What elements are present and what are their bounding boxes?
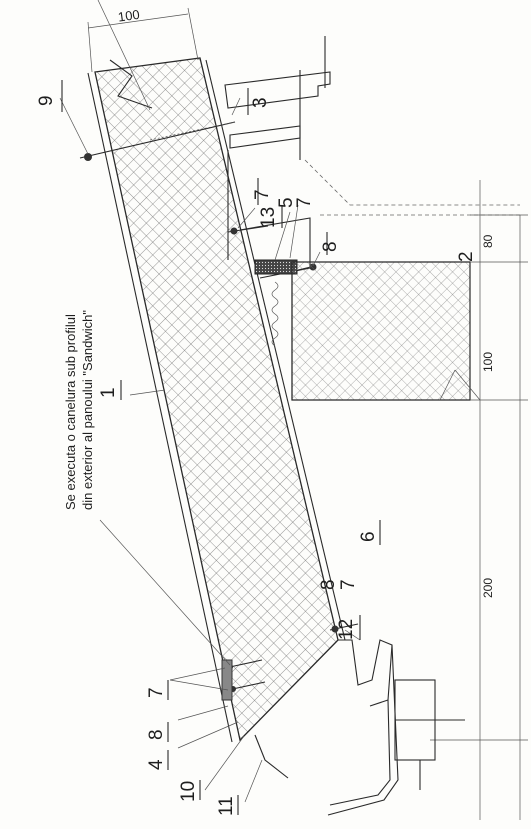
callout-7-lower: 7 [338, 579, 359, 590]
gutter-profile-outer [327, 644, 399, 816]
bolt-8-lower-head [331, 625, 339, 633]
callout-11: 11 [216, 796, 237, 816]
fastener-9-head [84, 153, 92, 161]
masonry-wall [291, 261, 471, 401]
leader-12 [344, 629, 361, 641]
purlin-channel [224, 71, 331, 109]
callout-4: 4 [146, 759, 167, 770]
callout-2: 2 [456, 251, 477, 262]
top-dimension-ext-left [87, 21, 93, 73]
callout-1: 1 [98, 387, 119, 398]
drip-edge [254, 734, 289, 779]
leader-9 [59, 97, 89, 155]
callout-3: 3 [250, 97, 271, 108]
purlin-flange [229, 125, 301, 149]
callout-12: 12 [336, 619, 357, 640]
callout-7-upper: 7 [252, 189, 273, 200]
top-dimension-line [87, 13, 189, 29]
leader-note [99, 519, 231, 666]
leader-100-b [454, 369, 481, 401]
callout-8-lower: 8 [318, 579, 339, 590]
callout-6: 6 [358, 531, 379, 542]
fastener-9 [79, 121, 236, 159]
trim-plate [221, 659, 233, 701]
insulation-wool [271, 281, 279, 347]
leader-10 [204, 735, 245, 791]
callout-8-wall: 8 [320, 241, 341, 252]
note-line-2: din exterior al panoului "Sandwich" [80, 310, 95, 510]
leader-13 [274, 211, 291, 261]
panel-inner-skin [205, 59, 346, 641]
dimension-100: 100 [481, 352, 495, 372]
top-dimension-ext-right [187, 7, 199, 61]
fastener-9-thread [149, 121, 236, 141]
leader-11 [244, 759, 263, 803]
leader-7-lower-2 [169, 679, 229, 691]
break-line [109, 59, 153, 109]
leader-3 [231, 97, 241, 116]
callout-7-bracket: 7 [294, 197, 315, 208]
leader-8a [312, 251, 321, 267]
leader-4 [177, 721, 239, 749]
leader-1 [129, 389, 166, 396]
leader-5 [289, 204, 299, 259]
callout-8-left: 8 [146, 729, 167, 740]
leader-7a [237, 207, 256, 229]
leader-7-lower-1 [169, 667, 226, 681]
callout-10: 10 [178, 781, 199, 802]
leader-slope [97, 0, 151, 111]
sealing-strip [254, 259, 298, 275]
eave-flashing [338, 639, 393, 707]
callout-5: 5 [276, 197, 297, 208]
dimension-80: 80 [481, 234, 495, 248]
panel-outer-skin [87, 72, 233, 743]
callout-7-left: 7 [146, 687, 167, 698]
leader-100-a [439, 369, 456, 401]
dimension-200: 200 [481, 578, 495, 598]
note-line-1: Se executa o canelura sub profilul [63, 314, 78, 510]
callout-13: 13 [258, 207, 279, 228]
bolt-7-upper-head [230, 227, 238, 235]
gutter-profile [329, 699, 391, 806]
dimension-top: 100 [117, 7, 141, 25]
leader-8c [177, 705, 229, 721]
centerline-dashed [304, 159, 520, 206]
callout-9: 9 [36, 95, 57, 106]
